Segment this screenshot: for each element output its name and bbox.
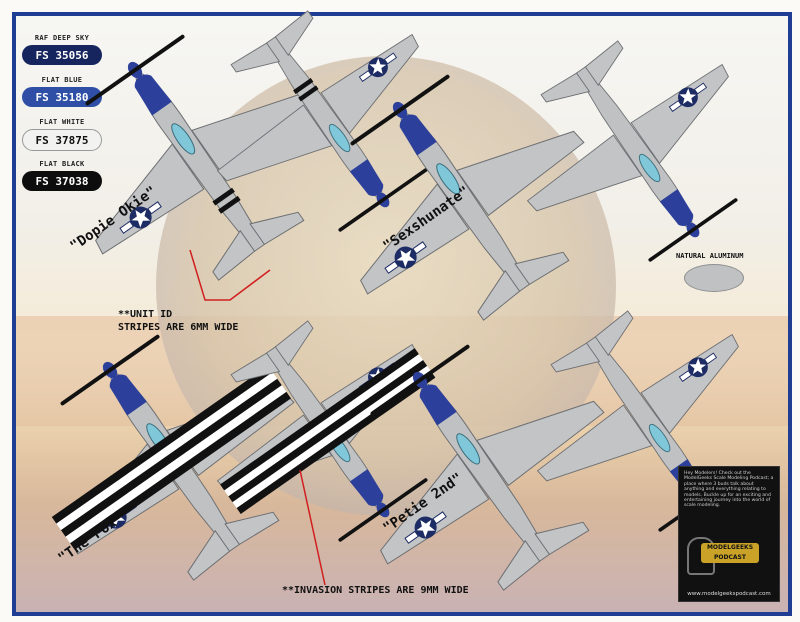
swatch-code: FS 37875	[22, 129, 102, 151]
natural-aluminum-swatch	[684, 264, 744, 292]
swatch-fs37038: FLAT BLACK FS 37038	[22, 160, 102, 191]
aircraft-dopie-okie	[0, 0, 370, 327]
swatch-code: FS 35180	[22, 87, 102, 107]
invasion-callout-line	[299, 469, 326, 586]
swatch-code: FS 37038	[22, 171, 102, 191]
swatch-fs35056: RAF DEEP SKY FS 35056	[22, 34, 102, 65]
unit-id-callout: **UNIT ID STRIPES ARE 6MM WIDE	[118, 309, 239, 333]
swatch-fs35180: FLAT BLUE FS 35180	[22, 76, 102, 107]
podcast-url: www.modelgeekspodcast.com	[687, 591, 771, 597]
swatch-label: RAF DEEP SKY	[34, 34, 90, 42]
swatch-code: FS 35056	[22, 45, 102, 65]
natural-aluminum-label: NATURAL ALUMINUM	[676, 252, 743, 260]
podcast-ad: Hey Modelers! Check out the ModelGeeks S…	[678, 466, 780, 602]
invasion-callout: **INVASION STRIPES ARE 9MM WIDE	[282, 585, 469, 596]
unit-id-callout-line	[189, 249, 271, 301]
swatch-label: FLAT BLACK	[39, 160, 85, 168]
podcast-logo: MODELGEEKS PODCAST	[701, 543, 759, 563]
swatch-label: FLAT BLUE	[41, 76, 83, 84]
podcast-blurb: Hey Modelers! Check out the ModelGeeks S…	[684, 471, 774, 509]
swatch-fs37875: FLAT WHITE FS 37875	[22, 118, 102, 151]
swatch-label: FLAT WHITE	[39, 118, 85, 126]
